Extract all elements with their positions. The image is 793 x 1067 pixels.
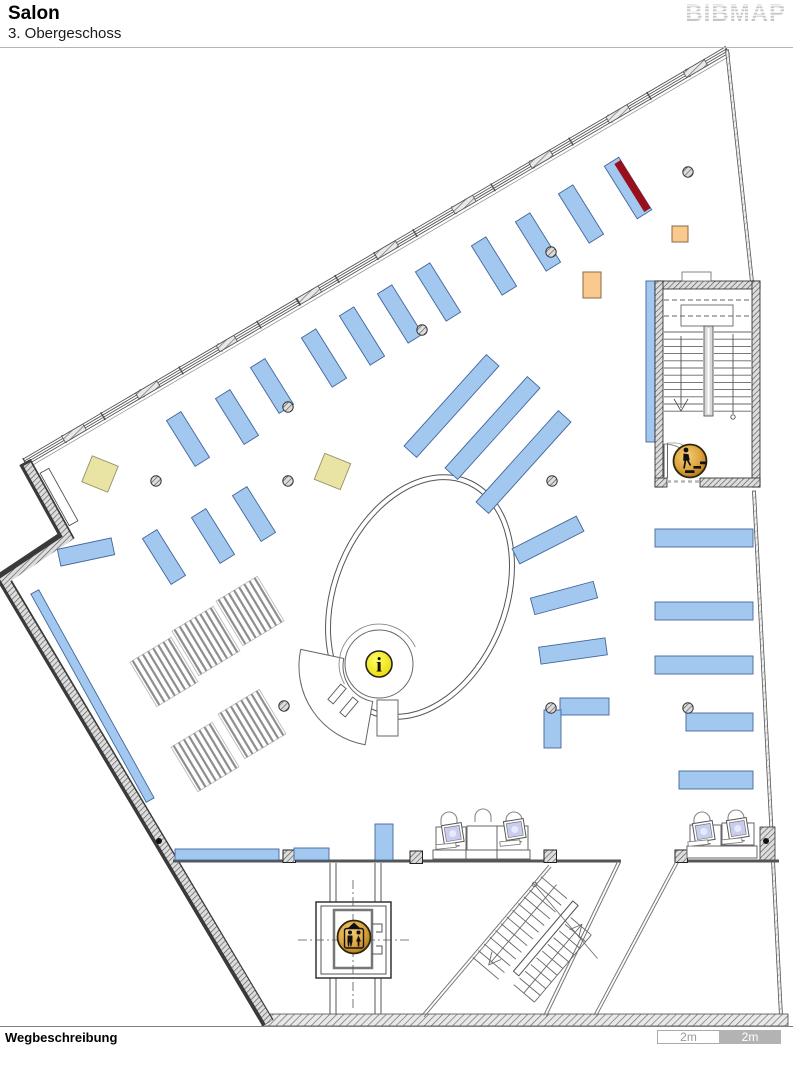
svg-text:i: i: [376, 653, 382, 677]
